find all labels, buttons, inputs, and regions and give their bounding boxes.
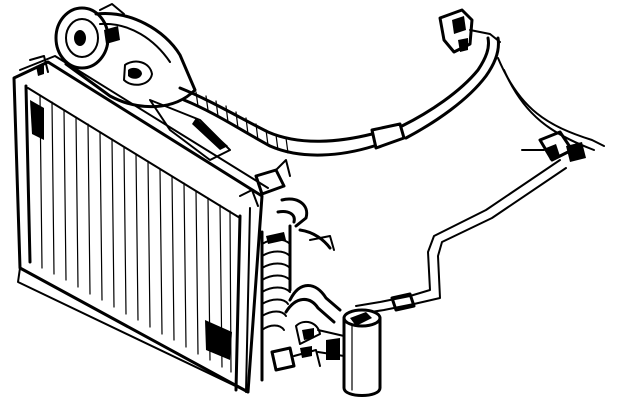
firewall-block bbox=[438, 8, 474, 54]
liquid-line-lower-run-2 bbox=[357, 167, 567, 315]
condenser-inlet-fitting bbox=[254, 168, 286, 196]
firewall-connector-tube bbox=[469, 29, 501, 43]
suction-hose bbox=[178, 36, 500, 157]
condenser-shade-top bbox=[30, 100, 44, 140]
suction-hose-corrugations bbox=[195, 91, 289, 154]
compressor-bracket bbox=[149, 99, 231, 161]
condenser-inner-top bbox=[27, 87, 241, 219]
suction-hose-upper-edge bbox=[178, 86, 374, 143]
suction-line-lower bbox=[404, 36, 500, 140]
drier-inlet-tube-2 bbox=[284, 298, 336, 324]
liquid-line-union bbox=[390, 292, 416, 312]
condenser-plumbing bbox=[254, 159, 342, 382]
receiver-drier bbox=[317, 308, 382, 397]
compressor-pulley-hub bbox=[65, 18, 99, 58]
condenser-right-tank bbox=[234, 214, 242, 392]
condenser-bottom-edge bbox=[17, 267, 249, 393]
liquid-line-lower-run bbox=[355, 159, 561, 307]
drier-inlet-tube bbox=[288, 284, 342, 312]
condenser-mounts bbox=[29, 55, 259, 207]
compressor-boss bbox=[123, 60, 153, 86]
condenser-outlet-fitting bbox=[270, 346, 296, 372]
liquid-line bbox=[355, 57, 605, 315]
compressor bbox=[54, 3, 231, 161]
firewall-connector bbox=[438, 8, 501, 54]
condenser bbox=[12, 55, 269, 394]
condenser-coil bbox=[260, 224, 292, 382]
suction-hose-coupling bbox=[370, 122, 406, 150]
suction-line-upper bbox=[400, 36, 490, 128]
compressor-body-ridge bbox=[99, 22, 171, 63]
condenser-elbow bbox=[280, 197, 309, 228]
condenser-top-rail bbox=[19, 55, 269, 189]
condenser-shade-bottom bbox=[205, 320, 232, 360]
drier-loop bbox=[295, 320, 321, 345]
condenser-right-tank-edge bbox=[245, 207, 251, 393]
expansion-fitting bbox=[521, 130, 586, 162]
discharge-hose bbox=[298, 228, 332, 250]
suction-hose-lower-edge bbox=[182, 98, 376, 157]
compressor-pulley-center bbox=[74, 30, 86, 46]
compressor-body bbox=[64, 11, 197, 109]
drier-body bbox=[342, 316, 382, 397]
condenser-left-tank bbox=[24, 84, 32, 264]
liquid-line-upper-run bbox=[497, 57, 605, 147]
compressor-fitting bbox=[99, 3, 125, 15]
